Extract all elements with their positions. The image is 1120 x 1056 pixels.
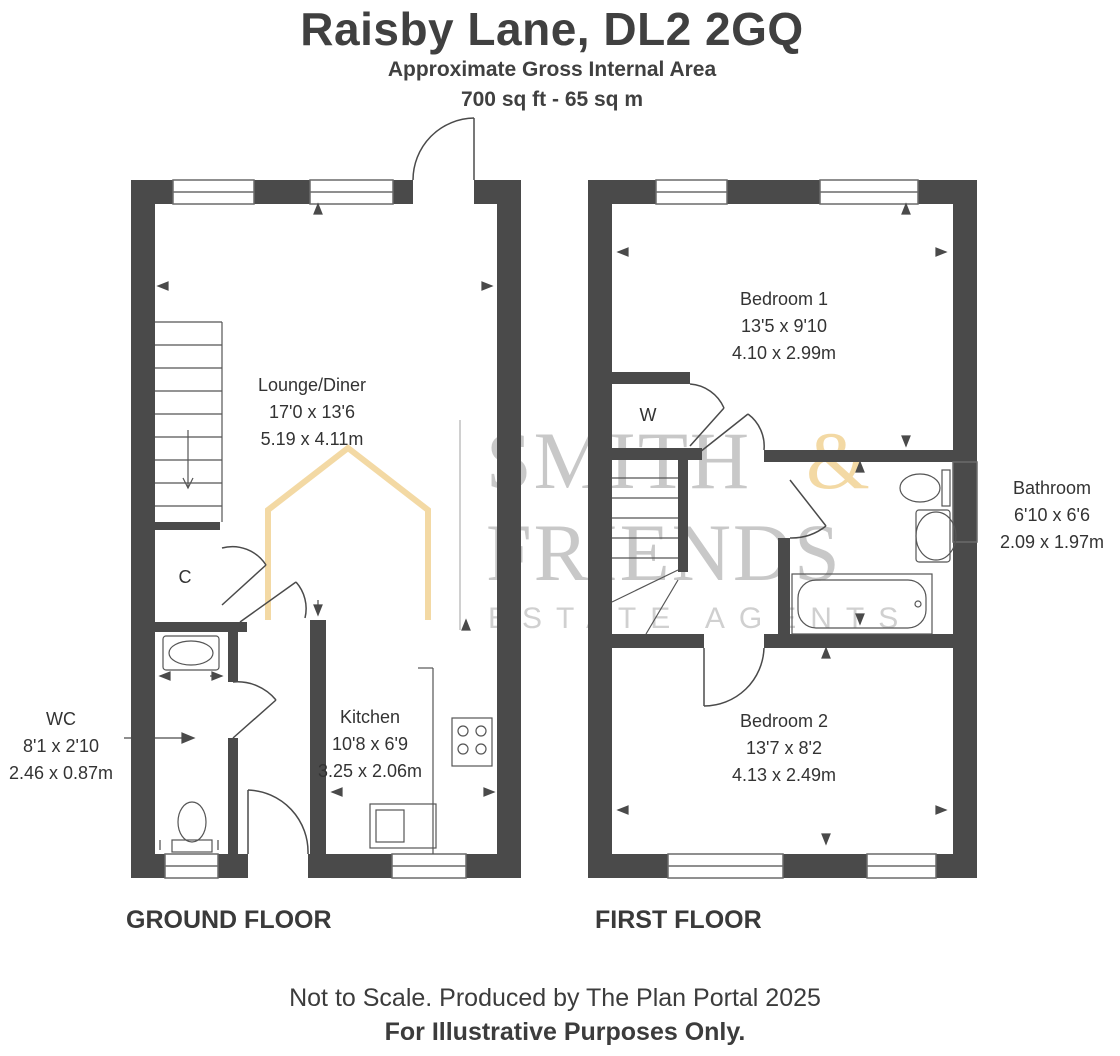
wc-fixtures <box>162 635 220 853</box>
room-wardrobe: W <box>630 402 666 429</box>
lounge-imperial: 17'0 x 13'6 <box>269 402 355 422</box>
first-floor-label: FIRST FLOOR <box>595 906 762 934</box>
lounge-name: Lounge/Diner <box>257 375 367 395</box>
kitchen-imperial: 10'8 x 6'9 <box>332 734 408 754</box>
entrance-door <box>412 117 475 181</box>
kitchen-metric: 3.25 x 2.06m <box>317 761 423 781</box>
wardrobe-name: W <box>639 405 657 425</box>
wc-name: WC <box>46 709 76 729</box>
purpose-note: For Illustrative Purposes Only. <box>384 1018 746 1046</box>
first-floor-stairs <box>611 477 679 635</box>
watermark-line1: SMITH <box>486 415 751 506</box>
bedroom2-imperial: 13'7 x 8'2 <box>746 738 822 758</box>
ground-floor-internal-doors <box>221 545 309 855</box>
room-cupboard: C <box>170 564 200 591</box>
ground-floor-dimension-arrows <box>124 202 496 850</box>
first-floor-internal-doors <box>689 383 827 707</box>
room-kitchen: Kitchen 10'8 x 6'9 3.25 x 2.06m <box>310 704 430 785</box>
room-lounge: Lounge/Diner 17'0 x 13'6 5.19 x 4.11m <box>222 372 402 453</box>
bathroom-imperial: 6'10 x 6'6 <box>1014 505 1090 525</box>
wc-imperial: 8'1 x 2'10 <box>23 736 99 756</box>
bathroom-metric: 2.09 x 1.97m <box>999 532 1105 552</box>
kitchen-name: Kitchen <box>339 707 401 727</box>
bedroom1-imperial: 13'5 x 9'10 <box>741 316 827 336</box>
bathroom-fixtures <box>791 469 957 635</box>
area-label: Approximate Gross Internal Area <box>387 58 717 81</box>
room-bedroom1: Bedroom 1 13'5 x 9'10 4.10 x 2.99m <box>694 286 874 367</box>
ground-floor-plan <box>131 180 521 878</box>
first-floor-plan <box>588 180 977 878</box>
ground-floor-label: GROUND FLOOR <box>126 906 332 934</box>
watermark-line3: ESTATE AGENTS <box>488 602 912 635</box>
wc-metric: 2.46 x 0.87m <box>8 763 114 783</box>
ground-floor-stairs <box>155 321 223 522</box>
room-wc: WC 8'1 x 2'10 2.46 x 0.87m <box>0 706 122 787</box>
area-value: 700 sq ft - 65 sq m <box>460 88 644 111</box>
bathroom-name: Bathroom <box>1012 478 1092 498</box>
kitchen-fixtures <box>369 667 493 854</box>
ground-floor-windows <box>164 179 467 879</box>
bedroom2-name: Bedroom 2 <box>739 711 829 731</box>
room-bedroom2: Bedroom 2 13'7 x 8'2 4.13 x 2.49m <box>694 708 874 789</box>
bedroom1-metric: 4.10 x 2.99m <box>731 343 837 363</box>
first-floor-windows <box>655 179 978 879</box>
first-floor-dimension-arrows <box>616 202 948 846</box>
page-title: Raisby Lane, DL2 2GQ <box>300 3 804 55</box>
cupboard-name: C <box>178 567 192 587</box>
bedroom1-name: Bedroom 1 <box>739 289 829 309</box>
scale-note: Not to Scale. Produced by The Plan Porta… <box>289 984 821 1012</box>
lounge-metric: 5.19 x 4.11m <box>260 429 364 449</box>
room-bathroom: Bathroom 6'10 x 6'6 2.09 x 1.97m <box>982 475 1120 556</box>
bedroom2-metric: 4.13 x 2.49m <box>731 765 837 785</box>
